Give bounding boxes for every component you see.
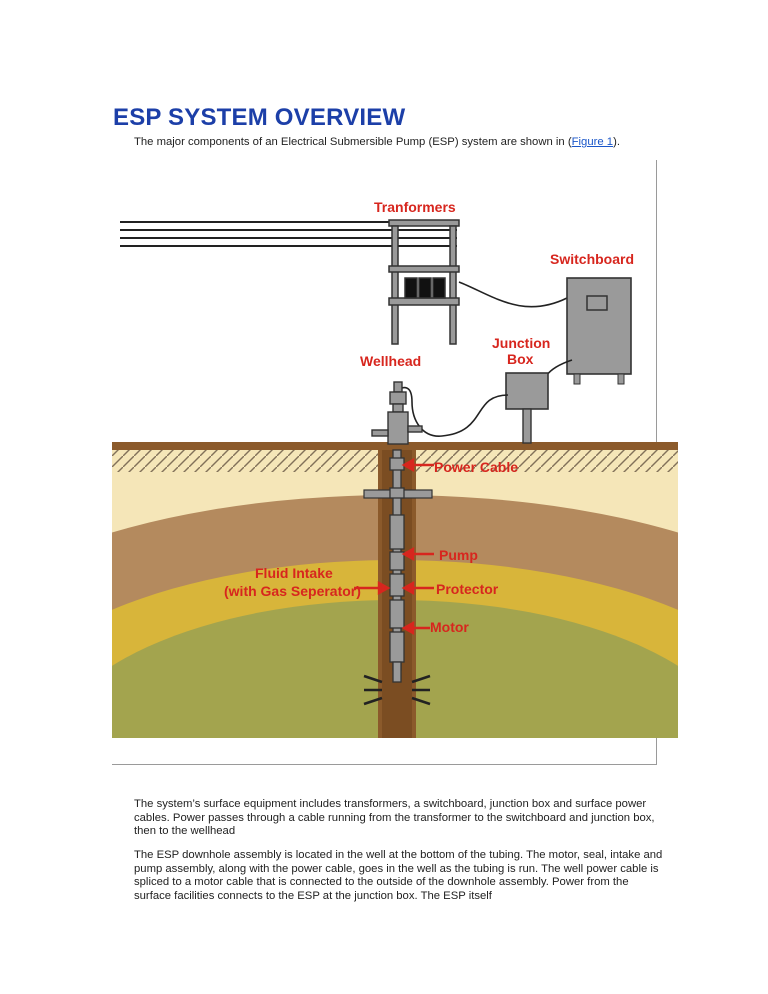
- esp-string: [389, 449, 405, 683]
- label-junction: Junction: [492, 335, 550, 351]
- label-wellhead: Wellhead: [360, 353, 421, 369]
- cable-to-switchboard: [458, 281, 568, 308]
- cable-to-wellhead: [393, 386, 509, 437]
- paragraph-downhole-assembly: The ESP downhole assembly is located in …: [134, 849, 663, 902]
- page-title: ESP SYSTEM OVERVIEW: [113, 104, 406, 131]
- transformer-structure: [388, 219, 460, 345]
- label-fluid-intake: Fluid Intake: [255, 565, 333, 581]
- switchboard: [566, 277, 632, 385]
- label-power-cable: Power Cable: [434, 459, 518, 475]
- label-switchboard: Switchboard: [550, 251, 634, 267]
- label-pump: Pump: [439, 547, 478, 563]
- junction-box: [505, 372, 549, 444]
- label-protector: Protector: [436, 581, 499, 597]
- label-transformers: Tranformers: [374, 199, 456, 215]
- label-motor: Motor: [430, 619, 469, 635]
- intro-text-after: ).: [613, 136, 620, 148]
- centralizers: [363, 674, 431, 706]
- ground-surface: [112, 442, 678, 450]
- callout-arrows: [354, 457, 434, 636]
- wellhead: [371, 381, 423, 445]
- label-gas-separator: (with Gas Seperator): [224, 583, 361, 599]
- paragraph-surface-equipment: The system’s surface equipment includes …: [134, 798, 655, 838]
- figure-1-link[interactable]: Figure 1: [571, 136, 614, 148]
- diagram-labels: Tranformers Switchboard Junction Box Wel…: [224, 199, 634, 635]
- figure-caption: Figure 1: [363, 740, 405, 752]
- intro-text-before: The major components of an Electrical Su…: [134, 136, 572, 148]
- esp-system-diagram: Tranformers Switchboard Junction Box Wel…: [112, 199, 678, 738]
- intro-text: The major components of an Electrical Su…: [134, 136, 734, 148]
- label-box: Box: [507, 351, 534, 367]
